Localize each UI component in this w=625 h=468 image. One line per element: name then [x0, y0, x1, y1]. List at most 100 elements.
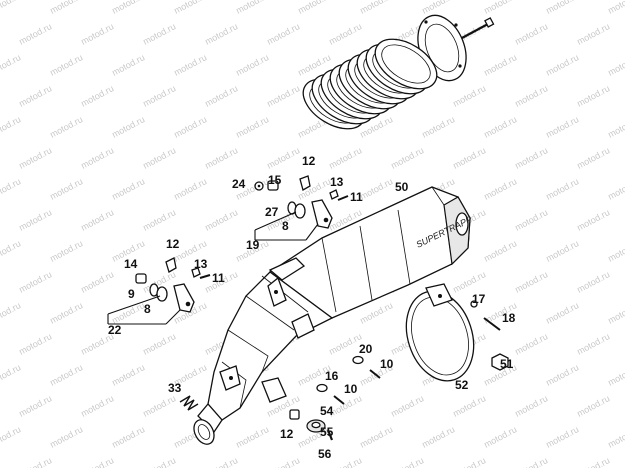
watermark-text: motod.ru — [544, 52, 580, 78]
callout-11-upper: 11 — [350, 190, 363, 204]
watermark-text: motod.ru — [48, 52, 84, 78]
callout-15: 15 — [268, 173, 282, 187]
watermark-text: motod.ru — [172, 176, 208, 202]
watermark-text: motod.ru — [575, 207, 611, 233]
callout-8-upper: 8 — [282, 219, 289, 233]
watermark-text: motod.ru — [482, 52, 518, 78]
callout-22: 22 — [108, 323, 122, 337]
watermark-text: motod.ru — [544, 0, 580, 16]
watermark-text: motod.ru — [172, 52, 208, 78]
band-clamp — [405, 283, 509, 382]
lower-mount-hardware — [107, 257, 211, 325]
watermark-text: motod.ru — [482, 176, 518, 202]
watermark-text: motod.ru — [17, 83, 53, 109]
watermark-text: motod.ru — [544, 114, 580, 140]
watermark-text: motod.ru — [0, 52, 22, 78]
watermark-text: motod.ru — [48, 238, 84, 264]
watermark-text: motod.ru — [0, 114, 22, 140]
watermark-text: motod.ru — [482, 238, 518, 264]
watermark-text: motod.ru — [575, 83, 611, 109]
watermark-text: motod.ru — [451, 455, 487, 468]
watermark-text: motod.ru — [48, 176, 84, 202]
watermark-text: motod.ru — [513, 145, 549, 171]
watermark-text: motod.ru — [141, 83, 177, 109]
watermark-text: motod.ru — [110, 0, 146, 16]
watermark-text: motod.ru — [48, 114, 84, 140]
callout-33: 33 — [168, 381, 182, 395]
callout-9: 9 — [128, 287, 135, 301]
watermark-text: motod.ru — [17, 331, 53, 357]
watermark-text: motod.ru — [389, 393, 425, 419]
watermark-text: motod.ru — [358, 176, 394, 202]
watermark-text: motod.ru — [141, 145, 177, 171]
watermark-text: motod.ru — [606, 114, 625, 140]
watermark-text: motod.ru — [0, 238, 22, 264]
watermark-text: motod.ru — [513, 21, 549, 47]
watermark-text: motod.ru — [358, 424, 394, 450]
callout-14: 14 — [124, 257, 138, 271]
lower-small-hardware — [179, 355, 381, 441]
callout-52: 52 — [455, 378, 469, 392]
watermark-text: motod.ru — [265, 83, 301, 109]
watermark-text: motod.ru — [451, 83, 487, 109]
watermark-text: motod.ru — [172, 114, 208, 140]
callout-13-upper: 13 — [330, 175, 344, 189]
watermark-text: motod.ru — [79, 269, 115, 295]
long-bolt — [461, 17, 495, 40]
watermark-text: motod.ru — [79, 393, 115, 419]
disc-ring — [374, 38, 438, 90]
watermark-text: motod.ru — [513, 269, 549, 295]
watermark-text: motod.ru — [110, 362, 146, 388]
watermark-text: motod.ru — [110, 424, 146, 450]
watermark-text: motod.ru — [110, 300, 146, 326]
watermark-text: motod.ru — [79, 21, 115, 47]
callout-labels: 12 15 24 13 11 27 8 19 50 12 14 13 11 9 … — [108, 154, 516, 461]
watermark-text: motod.ru — [48, 0, 84, 16]
callout-13-left: 13 — [194, 257, 208, 271]
watermark-text: motod.ru — [110, 114, 146, 140]
watermark-text: motod.ru — [141, 331, 177, 357]
watermark-text: motod.ru — [141, 455, 177, 468]
watermark-text: motod.ru — [451, 269, 487, 295]
watermark-text: motod.ru — [17, 207, 53, 233]
watermark-text: motod.ru — [513, 455, 549, 468]
callout-8-left: 8 — [144, 302, 151, 316]
watermark-text: motod.ru — [575, 393, 611, 419]
watermark-text: motod.ru — [513, 331, 549, 357]
callout-55: 55 — [320, 425, 334, 439]
watermark-text: motod.ru — [451, 145, 487, 171]
watermark-text: motod.ru — [575, 331, 611, 357]
watermark-text: motod.ru — [451, 393, 487, 419]
watermark-text: motod.ru — [606, 424, 625, 450]
watermark-text: motod.ru — [0, 300, 22, 326]
watermark-text: motod.ru — [544, 176, 580, 202]
watermark-text: motod.ru — [513, 393, 549, 419]
disc-ring-inner — [381, 44, 431, 84]
watermark-text: motod.ru — [420, 424, 456, 450]
watermark-text: motod.ru — [48, 362, 84, 388]
watermark-text: motod.ru — [575, 455, 611, 468]
watermark-text: motod.ru — [265, 455, 301, 468]
watermark-text: motod.ru — [606, 238, 625, 264]
callout-10-right: 10 — [380, 357, 394, 371]
watermark-text: motod.ru — [513, 83, 549, 109]
watermark-text: motod.ru — [575, 145, 611, 171]
watermark-text: motod.ru — [606, 52, 625, 78]
watermark-text: motod.ru — [389, 145, 425, 171]
watermark-text: motod.ru — [606, 300, 625, 326]
watermark-text: motod.ru — [575, 269, 611, 295]
watermark-text: motod.ru — [17, 21, 53, 47]
watermark-text: motod.ru — [48, 300, 84, 326]
watermark-text: motod.ru — [0, 424, 22, 450]
watermark-text: motod.ru — [327, 331, 363, 357]
watermark-text: motod.ru — [327, 455, 363, 468]
watermark-text: motod.ru — [482, 0, 518, 16]
callout-12-upper: 12 — [302, 154, 316, 168]
watermark-text: motod.ru — [0, 362, 22, 388]
watermark-text: motod.ru — [17, 145, 53, 171]
watermark-text: motod.ru — [606, 362, 625, 388]
muffler-body: SUPERTRAPP — [193, 186, 474, 445]
callout-50: 50 — [395, 180, 409, 194]
